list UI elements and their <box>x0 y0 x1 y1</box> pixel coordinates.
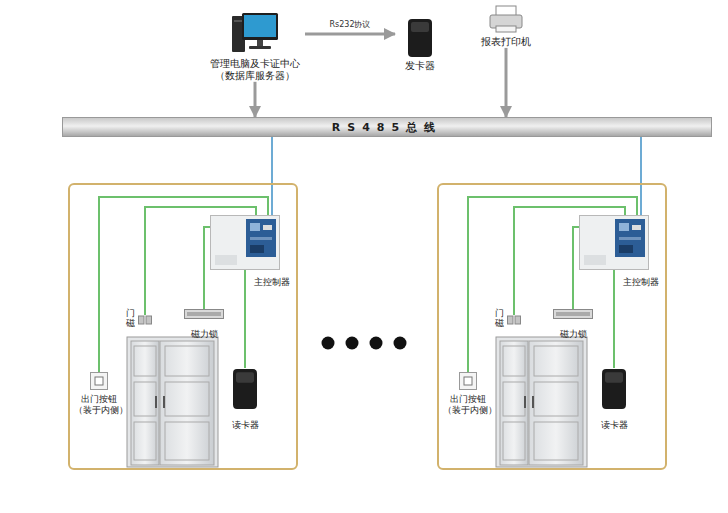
label-holder: 读卡器 <box>574 413 654 432</box>
lock-icon <box>553 309 593 319</box>
computer-server: 管理电脑及卡证中心 （数据库服务器） <box>205 12 305 82</box>
computer-icon <box>230 12 280 56</box>
icon-holder <box>475 4 537 34</box>
label-holder: 读卡器 <box>205 413 285 432</box>
drawing-part <box>394 337 407 350</box>
drawing-part <box>322 337 335 350</box>
exit-button: 出门按钮 （装于内侧） <box>459 372 477 390</box>
signal-wire <box>573 227 579 309</box>
magnetic-lock: 磁力锁 <box>184 309 224 319</box>
exit-icon <box>459 372 477 390</box>
magnet-icon <box>138 315 152 325</box>
door-panel: 主控制器门磁磁力锁出门按钮 （装于内侧）读卡器 <box>437 183 667 470</box>
label-holder: 门磁 <box>495 309 504 329</box>
reader-icon <box>407 18 433 58</box>
edge-label-holder: Rs232协议 <box>328 19 373 30</box>
reader-icon <box>232 368 258 410</box>
bus-arrow <box>254 82 257 117</box>
drawing-part <box>165 346 209 376</box>
bus-drop-line <box>640 137 642 215</box>
label-holder: 出门按钮 （装于内侧） <box>428 394 508 417</box>
door-panel: 主控制器门磁磁力锁出门按钮 （装于内侧）读卡器 <box>68 183 298 470</box>
label-holder: 磁力锁 <box>164 322 244 341</box>
bus-label: RS485总线 <box>332 120 442 135</box>
drawing-part <box>160 341 214 465</box>
drawing-part <box>534 422 578 460</box>
label-holder: 主控制器 <box>623 276 659 289</box>
label-holder: 门磁 <box>126 309 135 329</box>
signal-wire <box>244 270 246 368</box>
card-issuer: 发卡器 <box>395 18 445 72</box>
exit-button: 出门按钮 （装于内侧） <box>90 372 108 390</box>
icon-holder <box>205 12 305 56</box>
card-reader: 读卡器 <box>232 368 258 410</box>
node-label: 主控制器 <box>254 276 290 289</box>
node-label: 出门按钮 （装于内侧） <box>443 394 494 416</box>
magnet-icon <box>507 315 521 325</box>
drawing-part <box>503 422 525 460</box>
label-holder: 主控制器 <box>254 276 290 289</box>
node-label: 读卡器 <box>601 419 628 432</box>
printer-icon <box>488 4 524 34</box>
bus-arrow <box>505 48 508 117</box>
door-drawing <box>127 337 218 467</box>
drawing-part <box>163 396 165 408</box>
lock-icon <box>184 309 224 319</box>
node-label: 门磁 <box>126 309 135 329</box>
node-label: 报表打印机 <box>475 36 537 48</box>
main-controller: 主控制器 <box>579 215 649 270</box>
node-label: 磁力锁 <box>560 328 587 341</box>
node-label: 读卡器 <box>232 419 259 432</box>
drawing-part <box>534 382 578 416</box>
ctrl-icon <box>210 215 280 270</box>
door-magnet: 门磁 <box>138 315 152 325</box>
node-label: 管理电脑及卡证中心 （数据库服务器） <box>209 58 300 82</box>
drawing-part <box>496 337 587 467</box>
drawing-part <box>346 337 359 350</box>
door-drawing <box>496 337 587 467</box>
signal-wire <box>613 270 615 368</box>
exit-icon <box>90 372 108 390</box>
drawing-part <box>534 346 578 376</box>
drawing-part <box>131 341 159 465</box>
rs232-arrow <box>305 33 395 36</box>
report-printer: 报表打印机 <box>475 4 537 48</box>
drawing-part <box>134 382 156 416</box>
label-holder: 磁力锁 <box>533 322 613 341</box>
drawing-part <box>165 382 209 416</box>
drawing-part <box>532 396 534 408</box>
node-label: 出门按钮 （装于内侧） <box>74 394 125 416</box>
node-label: 门磁 <box>495 309 504 329</box>
drawing-part <box>155 396 157 408</box>
ctrl-icon <box>579 215 649 270</box>
node-label: 发卡器 <box>395 60 445 72</box>
icon-holder <box>395 18 445 58</box>
node-label: 磁力锁 <box>191 328 218 341</box>
drawing-part <box>503 346 525 376</box>
label-holder: 出门按钮 （装于内侧） <box>59 394 139 417</box>
bus-drop-line <box>271 137 273 215</box>
drawing-part <box>524 396 526 408</box>
magnetic-lock: 磁力锁 <box>553 309 593 319</box>
drawing-part <box>500 341 528 465</box>
drawing-part <box>134 346 156 376</box>
drawing-part <box>503 382 525 416</box>
node-label: 主控制器 <box>623 276 659 289</box>
main-controller: 主控制器 <box>210 215 280 270</box>
signal-wire <box>204 227 210 309</box>
drawing-part <box>529 341 583 465</box>
door-magnet: 门磁 <box>507 315 521 325</box>
card-reader: 读卡器 <box>601 368 627 410</box>
drawing-part <box>165 422 209 460</box>
drawing-part <box>370 337 383 350</box>
ellipsis-dots <box>322 337 407 350</box>
drawing-part <box>134 422 156 460</box>
drawing-part <box>127 337 218 467</box>
protocol-label: Rs232协议 <box>328 19 373 30</box>
reader-icon <box>601 368 627 410</box>
rs485-bus: RS485总线 <box>62 117 712 137</box>
